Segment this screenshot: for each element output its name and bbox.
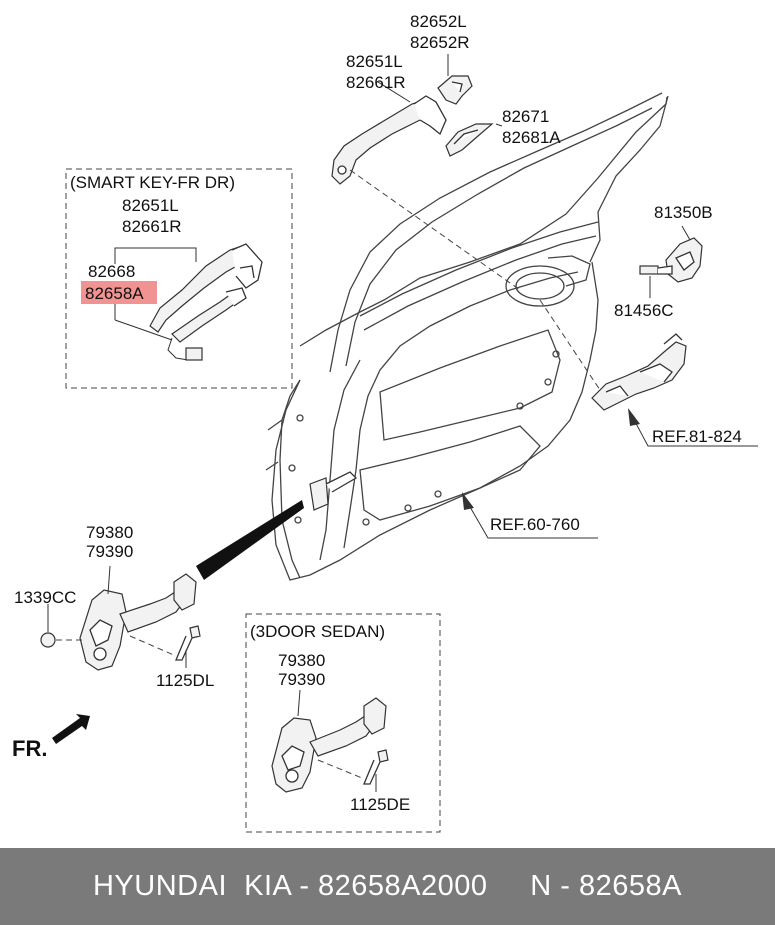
label-82652R: 82652R xyxy=(410,33,470,52)
label-82651L: 82651L xyxy=(346,52,403,71)
label-ref-81-824: REF.81-824 xyxy=(652,427,742,446)
label-81350B: 81350B xyxy=(654,203,713,222)
label-sk-82661R: 82661R xyxy=(122,217,182,236)
label-1125DE: 1125DE xyxy=(350,795,410,814)
smart-key-group: (SMART KEY-FR DR) 82651L 82661R 82668 82… xyxy=(65,168,293,389)
front-label: FR. xyxy=(12,736,47,761)
checker-link-wedge xyxy=(196,500,304,580)
door-latch xyxy=(539,299,687,411)
parts-diagram: 82652L 82652R 82651L 82661R 82671 82681A… xyxy=(12,12,758,833)
door-striker xyxy=(639,225,703,298)
sedan-title: (3DOOR SEDAN) xyxy=(250,622,385,641)
ref-latch-callout: REF.81-824 xyxy=(628,408,758,447)
label-sedan-79390: 79390 xyxy=(278,670,325,689)
label-79380: 79380 xyxy=(86,523,133,542)
door-checker xyxy=(79,565,197,671)
label-79390: 79390 xyxy=(86,542,133,561)
label-82658A: 82658A xyxy=(85,284,144,303)
label-81456C: 81456C xyxy=(614,301,674,320)
label-82668: 82668 xyxy=(88,262,135,281)
front-marker: FR. xyxy=(12,714,90,761)
door-inner-panel xyxy=(265,92,669,581)
label-82671: 82671 xyxy=(502,107,549,126)
handle-cap xyxy=(437,75,473,105)
ref-door-callout: REF.60-760 xyxy=(462,492,598,539)
part-number-footer: HYUNDAI KIA - 82658A2000 N - 82658A xyxy=(0,848,775,925)
label-ref-60-760: REF.60-760 xyxy=(490,515,580,534)
footer-text: HYUNDAI KIA - 82658A2000 N - 82658A xyxy=(92,870,683,902)
label-sk-82651L: 82651L xyxy=(122,196,179,215)
handle-pad xyxy=(445,123,494,157)
sedan-group: (3DOOR SEDAN) 79380 79390 1125DE xyxy=(245,613,441,833)
label-1339CC: 1339CC xyxy=(14,588,76,607)
front-arrow-icon xyxy=(52,714,90,744)
label-82661R: 82661R xyxy=(346,73,406,92)
bolt-1125DL xyxy=(129,625,201,668)
highlight-82658A xyxy=(81,281,157,304)
label-sedan-79380: 79380 xyxy=(278,651,325,670)
nut-1339CC xyxy=(40,604,84,648)
label-82681A: 82681A xyxy=(502,128,561,147)
label-1125DL: 1125DL xyxy=(156,671,214,690)
label-82652L: 82652L xyxy=(410,12,467,31)
smart-key-title: (SMART KEY-FR DR) xyxy=(70,173,235,192)
outside-handle xyxy=(331,95,447,185)
